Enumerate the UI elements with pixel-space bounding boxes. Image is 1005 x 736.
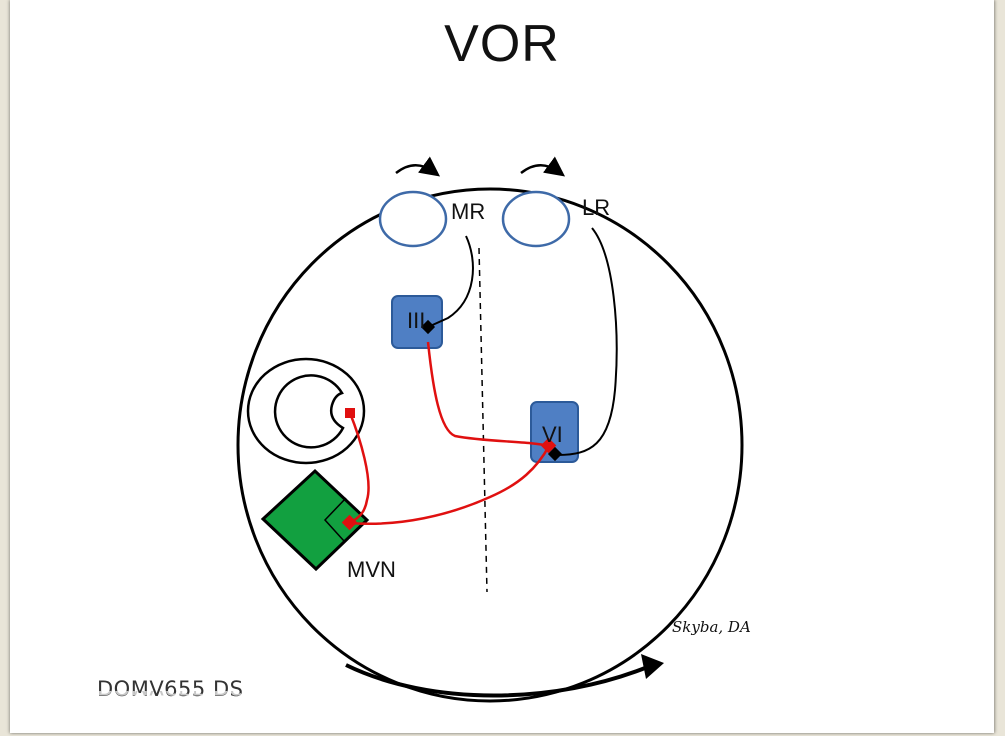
left-eye-rotation-arrow — [395, 156, 441, 177]
mvn-to-vi-projection — [349, 445, 551, 525]
semicircular-canal-inner — [273, 374, 345, 449]
slide: VOR — [10, 0, 994, 733]
oculomotor-nucleus-box — [391, 295, 443, 349]
right-eye — [501, 190, 571, 248]
right-eye-rotation-arrow — [520, 156, 566, 177]
vi-synapse-black — [547, 446, 563, 462]
course-code: DOMV655 DS — [97, 677, 244, 701]
lr-nerve — [557, 227, 618, 456]
slide-title: VOR — [444, 15, 560, 73]
head-outline — [236, 187, 744, 703]
iii-synapse-black — [420, 319, 436, 335]
course-code-reflection: DOMV655 DS — [97, 691, 243, 699]
author-signature: Skyba, DA — [672, 618, 751, 636]
left-eye — [378, 190, 448, 248]
label-mr: MR — [451, 199, 485, 224]
midline — [478, 247, 488, 593]
canal-synapse-red — [345, 408, 355, 418]
label-lr: LR — [582, 195, 610, 220]
mvn-diamond — [260, 468, 370, 572]
head-rotation-arrow — [345, 663, 651, 698]
label-vi: VI — [542, 422, 563, 447]
head-rotation-arrowhead — [641, 654, 664, 679]
vi-to-iii-interneuron — [426, 341, 550, 448]
label-mvn: MVN — [347, 557, 396, 582]
vor-diagram: MR LR III VI MVN Skyba, DA — [236, 156, 751, 703]
canal-to-mvn-afferent — [348, 412, 370, 525]
label-iii: III — [407, 308, 425, 333]
mvn-inner-fold — [323, 497, 347, 542]
mr-nerve — [427, 235, 474, 328]
